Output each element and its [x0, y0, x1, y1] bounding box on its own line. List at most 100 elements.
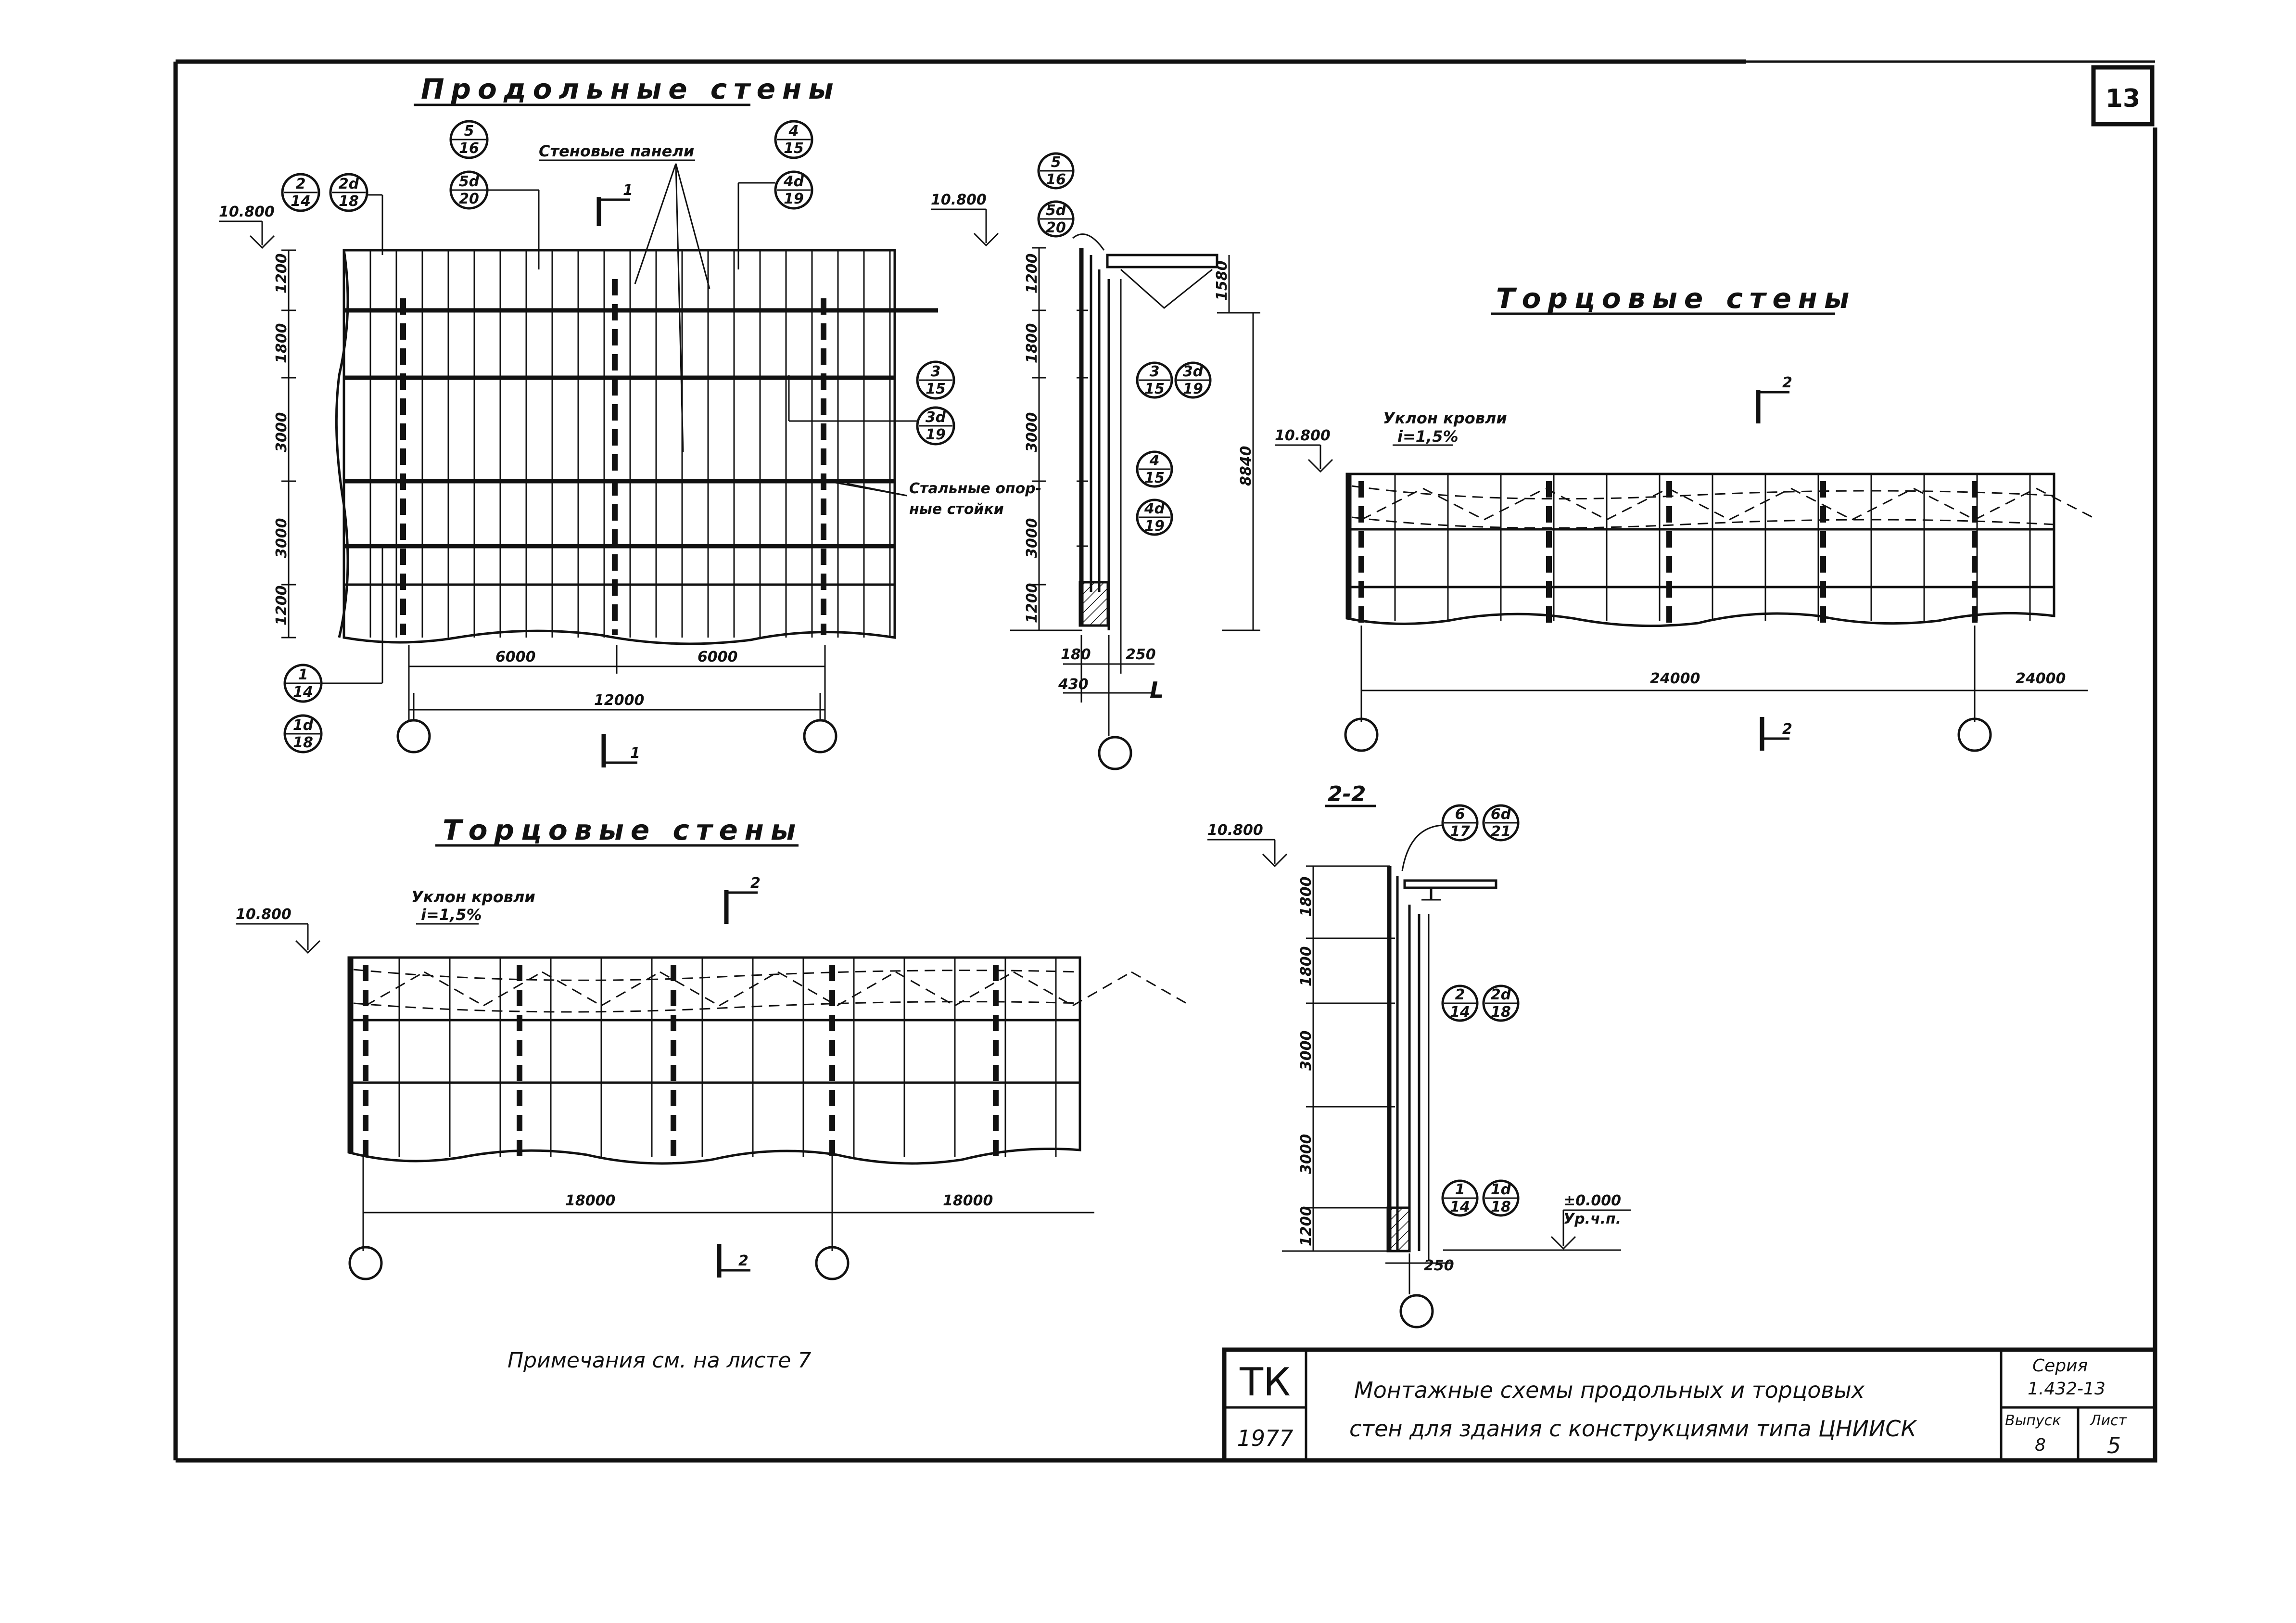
svg-text:4: 4: [788, 123, 799, 140]
mark-top-mid: 5 16 5d 20: [449, 120, 540, 269]
svg-text:5: 5: [464, 123, 474, 140]
hdim-total: 12000: [594, 692, 644, 709]
series-value: 1.432-13: [2028, 1379, 2106, 1399]
hdim-2: 6000: [698, 649, 738, 665]
svg-text:14: 14: [293, 684, 313, 701]
sec1-height-dim: 8840: [1238, 446, 1255, 486]
svg-text:3: 3: [1150, 363, 1160, 380]
svg-text:3d: 3d: [1183, 363, 1204, 380]
svg-text:1d: 1d: [293, 717, 314, 734]
svg-text:5d: 5d: [1046, 202, 1066, 219]
longitudinal-title: Продольные стены: [421, 73, 840, 105]
section-1-view: 10.800 1200 1800 3000 3000 12: [931, 152, 1260, 770]
vdim-5: 1200: [273, 586, 290, 626]
sec2-vdim-3: 3000: [1298, 1031, 1315, 1071]
sheet-label: Лист: [2090, 1412, 2128, 1429]
section-2-view: 2-2 10.800 1800 1800 3000 3000 120: [1207, 782, 1631, 1329]
svg-text:15: 15: [926, 381, 946, 397]
end-right-elevation: 10.800: [1275, 427, 1331, 444]
svg-text:4d: 4d: [1144, 500, 1165, 517]
svg-text:14: 14: [1450, 1004, 1470, 1021]
mark-right: 3 15 3d 19: [788, 360, 955, 446]
vdim-3: 3000: [273, 412, 290, 453]
title-line-2: стен для здания с конструкциями типа ЦНИ…: [1349, 1416, 1917, 1442]
svg-text:17: 17: [1450, 823, 1470, 840]
svg-text:4: 4: [1149, 452, 1160, 469]
sec1-bottom-dim-1: 180: [1061, 646, 1091, 663]
vdim-1: 1200: [273, 254, 290, 294]
issue-value: 8: [2035, 1435, 2046, 1455]
svg-text:19: 19: [926, 426, 946, 443]
roof-slope-label-right: Уклон кровли: [1383, 409, 1507, 427]
sec1-vdim-5: 1200: [1024, 583, 1040, 624]
mark-top-right: 4 15 4d 19: [737, 120, 813, 269]
end-right-span-2: 24000: [2016, 670, 2066, 687]
svg-text:3d: 3d: [926, 409, 946, 426]
svg-text:2d: 2d: [339, 176, 359, 192]
mark-bottom-left: 1 14 1d 18: [283, 544, 383, 754]
sec1-vdim-2: 1800: [1024, 323, 1040, 364]
sec2-vdim-2: 1800: [1298, 946, 1315, 987]
issue-label: Выпуск: [2005, 1412, 2061, 1429]
title-line-1: Монтажные схемы продольных и торцовых: [1354, 1377, 1865, 1403]
svg-text:18: 18: [339, 193, 359, 210]
end-walls-right-title: Торцовые стены: [1496, 282, 1856, 315]
svg-text:14: 14: [1450, 1199, 1470, 1215]
end-walls-left-title: Торцовые стены: [443, 814, 802, 846]
svg-text:19: 19: [1144, 518, 1165, 535]
end-left-span-2: 18000: [943, 1192, 993, 1209]
svg-text:19: 19: [784, 191, 804, 207]
section-cut-2-left-bottom: 2: [738, 1252, 748, 1269]
title-block: ТК 1977 Монтажные схемы продольных и тор…: [1222, 1347, 2157, 1463]
sheet-number: 13: [2106, 84, 2140, 113]
sec2-elevation: 10.800: [1207, 822, 1263, 839]
svg-text:2: 2: [296, 176, 306, 192]
sec1-vdim-1: 1200: [1024, 254, 1040, 294]
svg-text:4d: 4d: [783, 173, 804, 190]
svg-text:16: 16: [459, 140, 479, 157]
svg-text:18: 18: [1491, 1199, 1511, 1215]
mark-top-left: 2 14 2d 18: [281, 173, 383, 255]
sec2-level-label: Ур.ч.п.: [1563, 1211, 1621, 1227]
svg-text:2: 2: [1455, 986, 1465, 1003]
sec1-elevation: 10.800: [931, 192, 987, 208]
svg-text:6: 6: [1455, 806, 1465, 823]
sec1-parapet-dim: 1580: [1214, 261, 1230, 301]
vdim-2: 1800: [273, 323, 290, 364]
svg-text:5: 5: [1051, 154, 1061, 171]
end-walls-right-view: Торцовые стены Уклон кровли i=1,5% 2 10.…: [1275, 282, 2098, 752]
section-cut-2-left-top: 2: [750, 875, 761, 892]
end-left-elevation: 10.800: [236, 906, 292, 923]
svg-text:18: 18: [293, 734, 313, 751]
svg-text:21: 21: [1491, 823, 1511, 840]
sec2-vdim-4: 3000: [1298, 1134, 1315, 1175]
steel-posts-label-1: Стальные опор-: [909, 480, 1041, 497]
roof-slope-label-left: Уклон кровли: [411, 888, 535, 906]
longitudinal-walls-view: Продольные стены 1200 1800 3000 3000 120…: [219, 73, 1041, 767]
sec2-mark-mid: 2 14 2d 18: [1441, 984, 1520, 1022]
svg-text:20: 20: [459, 191, 479, 207]
elevation-mark: 10.800: [219, 204, 275, 220]
sec2-title: 2-2: [1328, 782, 1366, 806]
sec1-axis-letter: L: [1150, 677, 1164, 703]
vdim-4: 3000: [273, 518, 290, 559]
sec1-mark-low: 4 15 4d 19: [1136, 450, 1173, 536]
sec2-vdim-1: 1800: [1298, 877, 1315, 917]
svg-text:3: 3: [931, 363, 941, 380]
title-block-year: 1977: [1237, 1425, 1293, 1451]
wall-panels-label: Стеновые панели: [539, 142, 694, 160]
section-cut-2-right-bottom: 2: [1782, 721, 1792, 738]
svg-text:19: 19: [1183, 381, 1203, 397]
sec2-bottom-dim: 250: [1424, 1257, 1454, 1274]
sheet-frame: [173, 59, 2157, 1463]
svg-text:18: 18: [1491, 1004, 1511, 1021]
sec1-mark-mid: 3 15 3d 19: [1136, 361, 1212, 399]
sheet-value: 5: [2107, 1432, 2121, 1458]
svg-text:16: 16: [1046, 171, 1066, 188]
end-right-span-1: 24000: [1650, 670, 1700, 687]
section-cut-2-right-top: 2: [1782, 374, 1792, 391]
end-walls-left-view: Торцовые стены Уклон кровли i=1,5% 2 10.…: [236, 814, 1191, 1280]
note-text: Примечания см. на листе 7: [507, 1348, 811, 1373]
sec2-vdim-5: 1200: [1298, 1206, 1315, 1247]
